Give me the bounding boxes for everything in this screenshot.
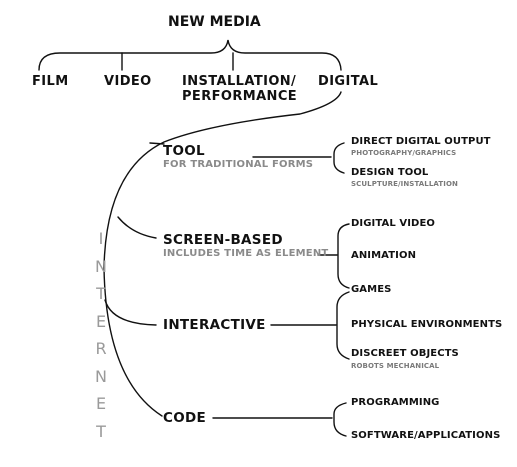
internet-letter: N (95, 256, 107, 276)
category-video: VIDEO (104, 74, 152, 89)
spoke-screen (117, 216, 157, 239)
internet-letter: E (95, 394, 107, 413)
category-performance: PERFORMANCE (182, 89, 298, 104)
internet-letter: E (95, 311, 107, 331)
title-new-media: NEW MEDIA (168, 14, 261, 30)
code-brace (333, 402, 347, 437)
sculpture-installation-label: SCULPTURE/INSTALLATION (351, 180, 458, 188)
category-digital: DIGITAL (318, 74, 379, 89)
screen-based-sublabel: INCLUDES TIME AS ELEMENT (163, 248, 329, 259)
internet-vertical-label: I N T E R N E T (91, 225, 111, 445)
direct-digital-output-label: DIRECT DIGITAL OUTPUT (351, 136, 491, 147)
digital-video-label: DIGITAL VIDEO (351, 218, 435, 229)
animation-label: ANIMATION (351, 250, 417, 261)
discreet-objects-label: DISCREET OBJECTS (351, 348, 459, 359)
spoke-tool (149, 142, 165, 145)
category-installation: INSTALLATION/ (182, 74, 297, 89)
tool-label: TOOL (163, 143, 205, 159)
top-brace (38, 39, 342, 71)
internet-letter: T (96, 421, 106, 441)
code-label: CODE (163, 410, 207, 426)
photography-graphics-label: PHOTOGRAPHY/GRAPHICS (351, 149, 457, 157)
games-label: GAMES (351, 284, 392, 295)
internet-letter: R (95, 339, 107, 358)
internet-letter: I (98, 229, 104, 248)
robots-mechanical-label: ROBOTS MECHANICAL (351, 362, 440, 370)
programming-label: PROGRAMMING (351, 397, 440, 408)
screen-based-label: SCREEN-BASED (163, 232, 283, 248)
tool-brace (333, 142, 345, 174)
interactive-brace (336, 291, 350, 360)
internet-letter: N (95, 366, 107, 386)
design-tool-label: DESIGN TOOL (351, 167, 429, 178)
screen-brace (337, 223, 350, 289)
interactive-label: INTERACTIVE (163, 317, 266, 333)
physical-environments-label: PHYSICAL ENVIRONMENTS (351, 319, 503, 330)
spoke-interactive (104, 299, 157, 326)
internet-letter: T (96, 284, 106, 303)
category-film: FILM (32, 74, 69, 89)
tool-sublabel: FOR TRADITIONAL FORMS (163, 159, 314, 170)
digital-curve (103, 91, 342, 417)
software-applications-label: SOFTWARE/APPLICATIONS (351, 430, 501, 441)
